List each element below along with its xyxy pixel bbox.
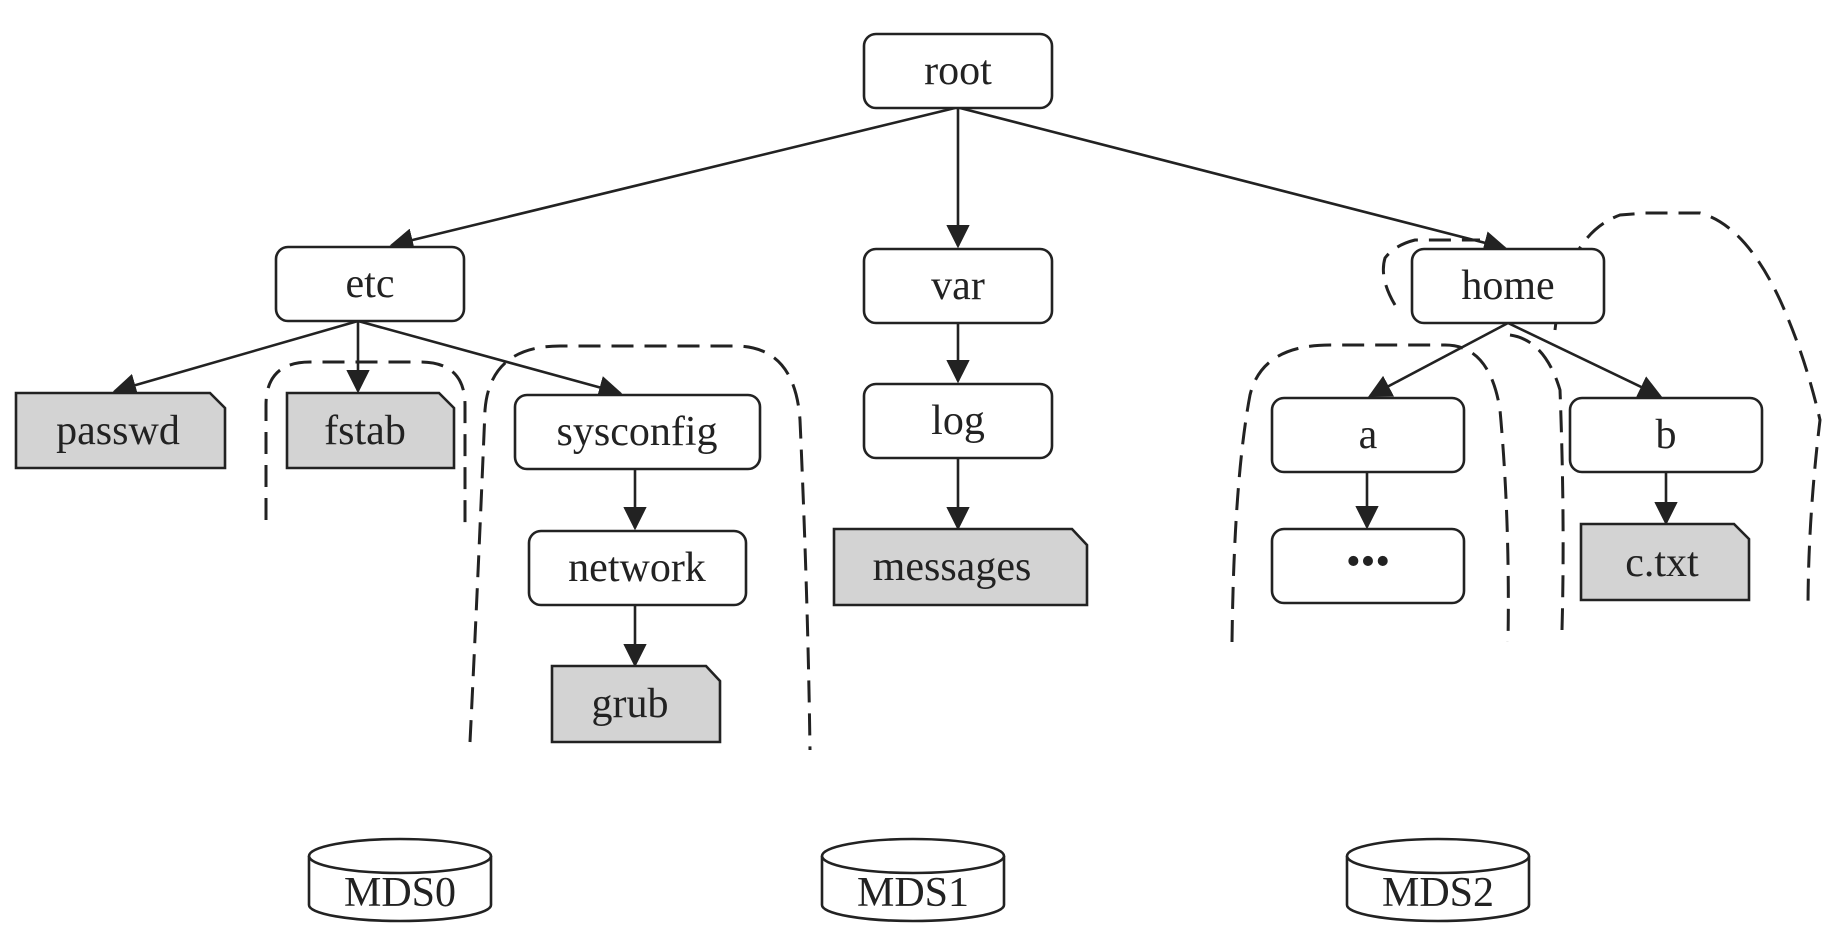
- node-home: home: [1410, 247, 1606, 325]
- partition-home-lower-boundary: [1509, 333, 1565, 631]
- edge-root-etc: [389, 106, 956, 252]
- node-etc-label: etc: [346, 261, 395, 307]
- file-grub-label: grub: [592, 681, 669, 727]
- node-log-label: log: [931, 398, 985, 444]
- disk-mds1-icon: MDS1: [820, 837, 1006, 923]
- file-fstab-label: fstab: [324, 408, 406, 454]
- disk-mds0-icon: MDS0: [307, 837, 493, 923]
- node-b-label: b: [1656, 412, 1677, 458]
- partition-fstab-boundary: [264, 360, 467, 532]
- mds2-label: MDS2: [1382, 870, 1494, 916]
- mds1-label: MDS1: [857, 870, 969, 916]
- node-ellipsis: •••: [1270, 527, 1466, 605]
- node-root: root: [862, 32, 1054, 110]
- node-var: var: [862, 247, 1054, 325]
- file-messages-label: messages: [873, 544, 1032, 590]
- node-home-label: home: [1461, 263, 1554, 309]
- node-network-label: network: [568, 545, 706, 591]
- file-ctxt-label: c.txt: [1625, 540, 1699, 586]
- node-ellipsis-label: •••: [1346, 539, 1390, 585]
- file-passwd-label: passwd: [56, 408, 180, 454]
- edge-home-a: [1367, 321, 1509, 398]
- partition-home-inner-boundary: [1381, 238, 1480, 306]
- file-passwd: passwd: [14, 391, 227, 470]
- node-a: a: [1270, 396, 1466, 474]
- partition-a-boundary: [1230, 343, 1510, 643]
- mds0-label: MDS0: [344, 870, 456, 916]
- disk-mds2-icon: MDS2: [1345, 837, 1531, 923]
- edge-home-b: [1507, 321, 1663, 398]
- partition-sysconfig-boundary: [468, 344, 812, 751]
- partition-home-boundary: [1553, 211, 1822, 611]
- file-messages: messages: [832, 527, 1089, 607]
- node-etc: etc: [274, 245, 466, 323]
- node-log: log: [862, 382, 1054, 460]
- node-b: b: [1568, 396, 1764, 474]
- node-sysconfig: sysconfig: [513, 393, 762, 471]
- edge-etc-sysconfig: [357, 319, 623, 399]
- edge-root-home: [959, 106, 1508, 255]
- node-root-label: root: [924, 48, 992, 94]
- node-a-label: a: [1359, 412, 1378, 458]
- node-network: network: [527, 529, 748, 607]
- node-var-label: var: [931, 263, 985, 309]
- file-grub: grub: [550, 664, 722, 744]
- file-fstab: fstab: [285, 391, 456, 470]
- file-ctxt: c.txt: [1579, 522, 1751, 602]
- edge-etc-passwd: [112, 319, 359, 397]
- node-sysconfig-label: sysconfig: [557, 409, 718, 455]
